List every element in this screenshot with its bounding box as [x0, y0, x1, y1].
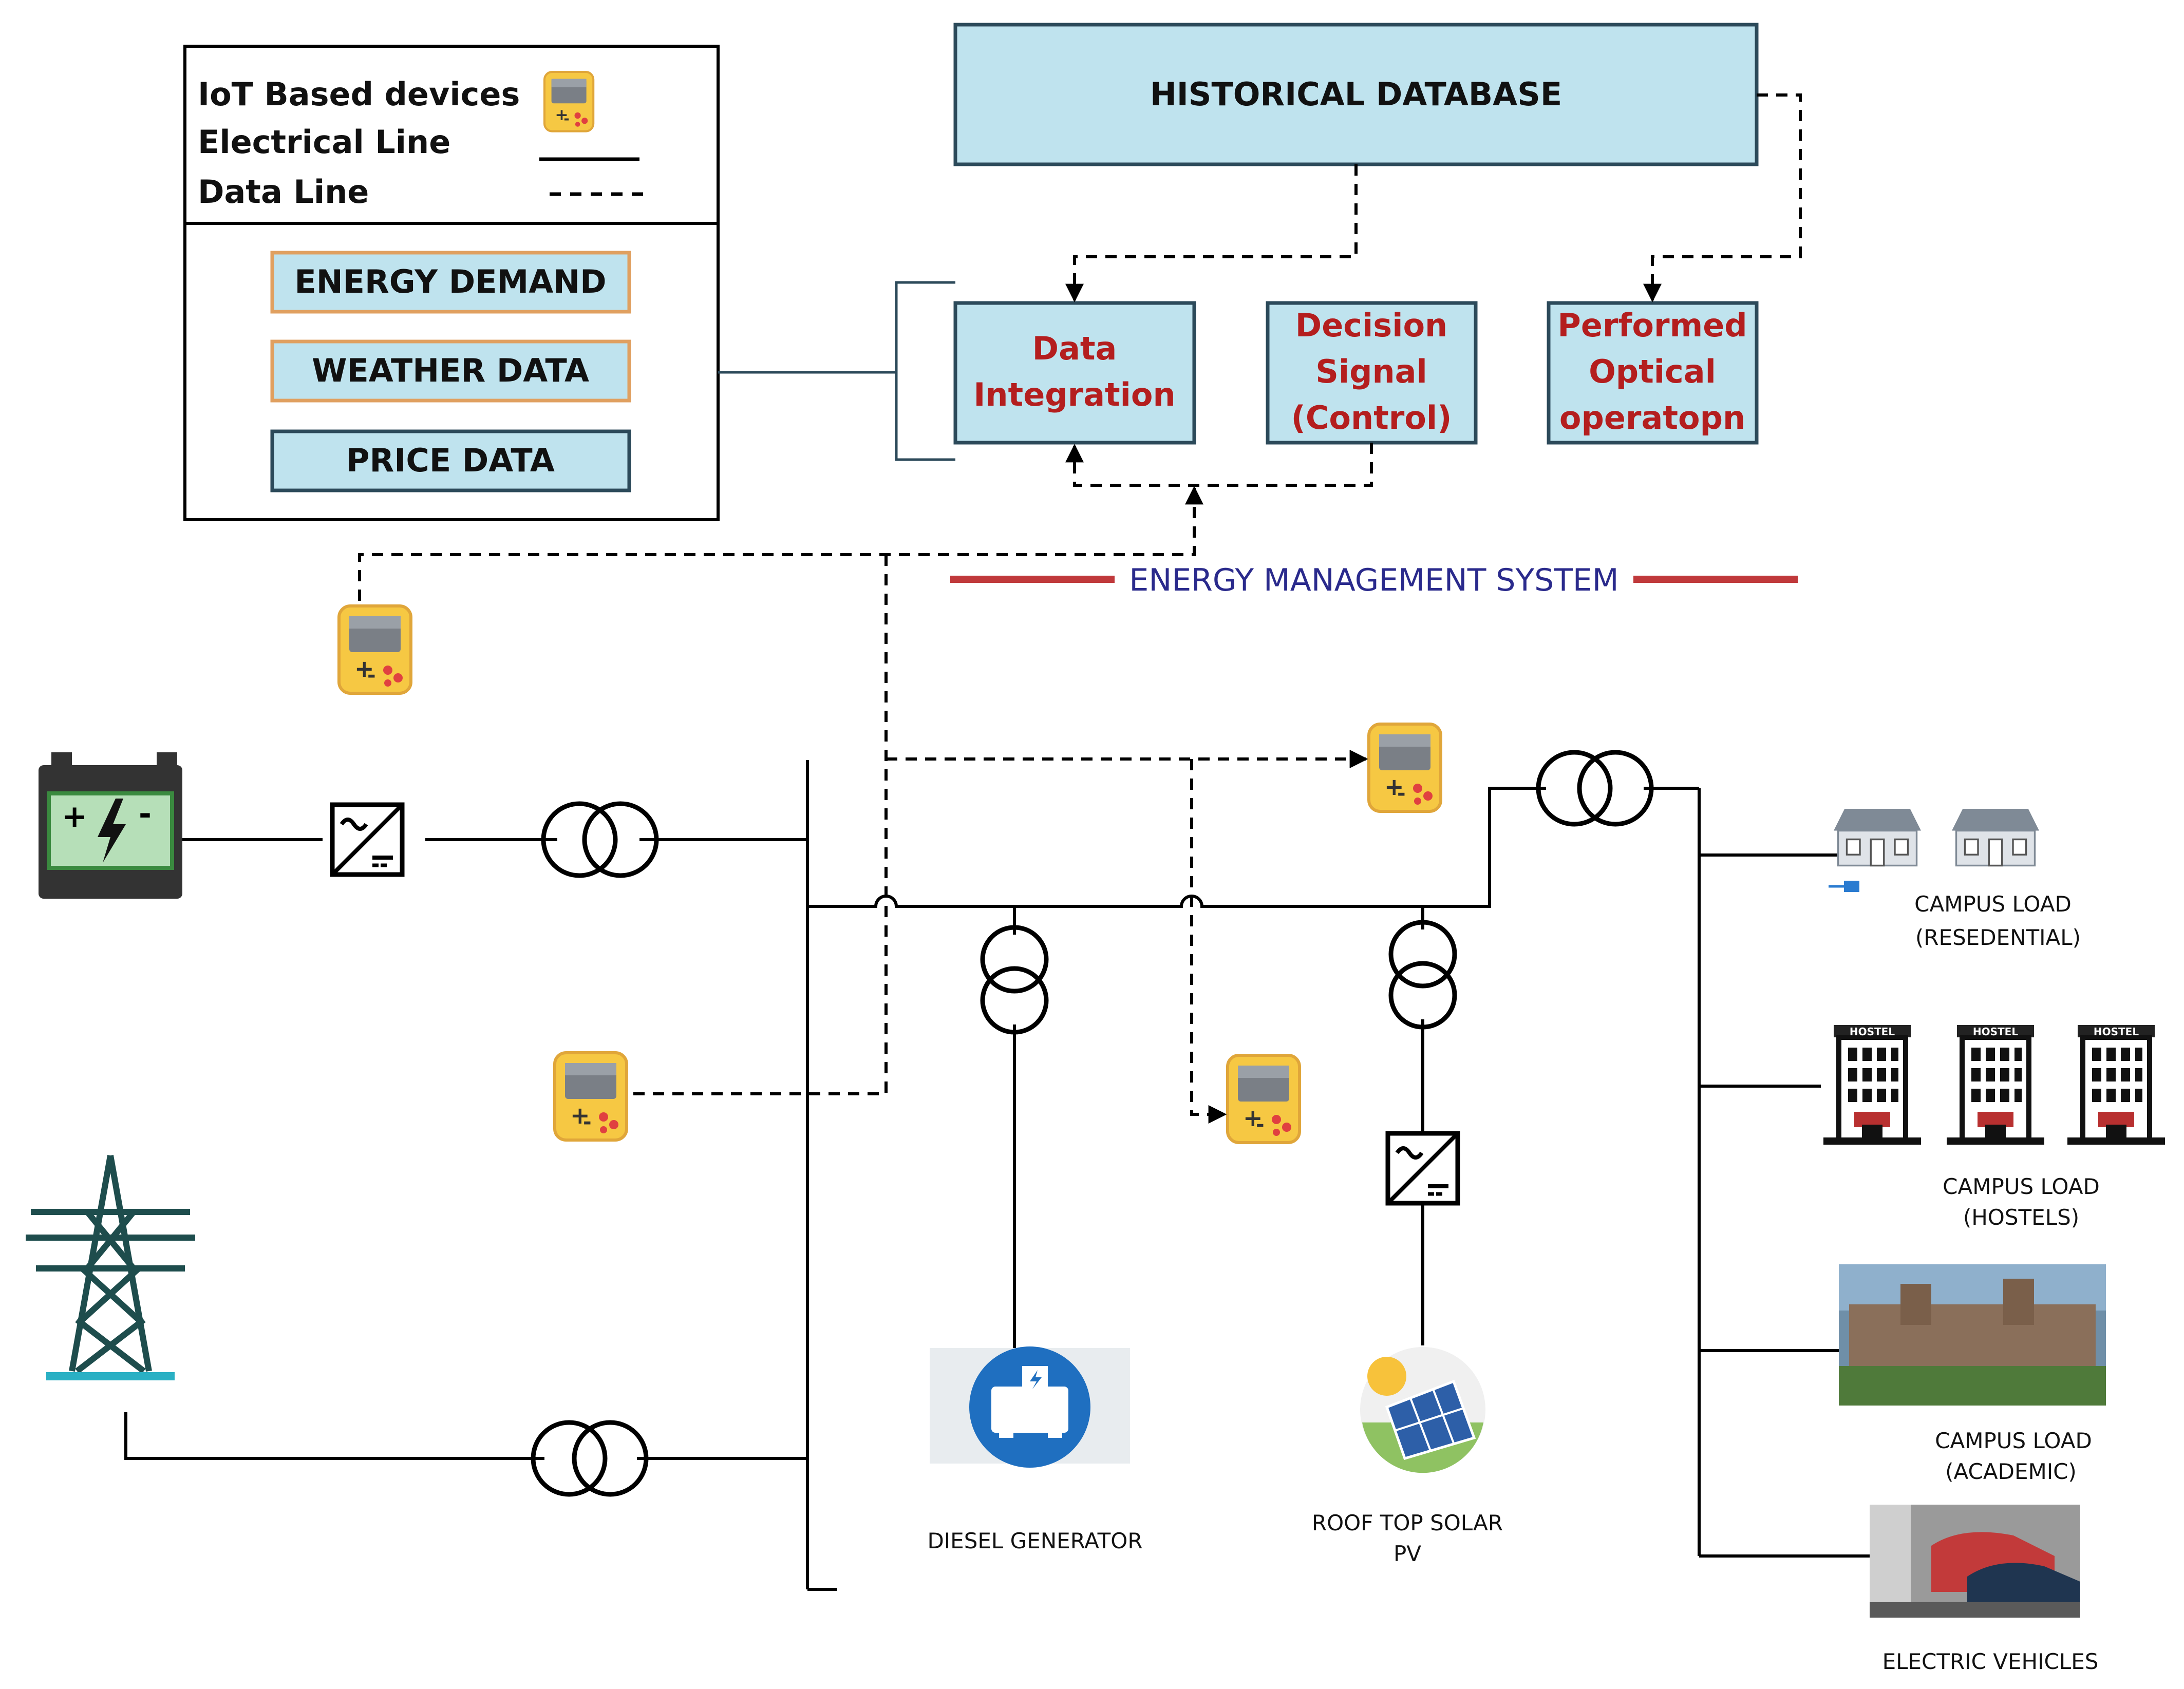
legend-iot-label: IoT Based devices: [198, 75, 520, 113]
solar-label-line1: ROOF TOP SOLAR: [1312, 1510, 1503, 1535]
plug-icon: [1829, 881, 1859, 892]
inverter-icon: [332, 805, 402, 875]
solar-label-line2: PV: [1394, 1541, 1421, 1566]
svg-text:+: +: [62, 799, 87, 834]
ev-charging-photo: [1870, 1505, 2080, 1618]
battery-icon: + -: [39, 752, 182, 899]
svg-text:Data: Data: [1032, 330, 1117, 367]
residential-label-line2: (RESEDENTIAL): [1915, 925, 2081, 950]
svg-text:-: -: [139, 796, 152, 832]
legend-panel: IoT Based devices Electrical Line Data L…: [183, 45, 720, 521]
inverter-icon: [1388, 1133, 1458, 1203]
svg-text:Optical: Optical: [1589, 353, 1716, 390]
transformer-icon: [1538, 752, 1651, 824]
hostels-label-line2: (HOSTELS): [1963, 1205, 2079, 1230]
transformer-icon: [1391, 922, 1455, 1027]
svg-text:operatopn: operatopn: [1559, 399, 1745, 437]
transformer-icon: [983, 927, 1046, 1032]
historical-database: HISTORICAL DATABASE: [953, 23, 1759, 166]
house-icon: [1951, 808, 2040, 867]
svg-text:Signal: Signal: [1315, 353, 1427, 390]
hostels-label-line1: CAMPUS LOAD: [1943, 1174, 2100, 1199]
svg-text:Integration: Integration: [973, 376, 1175, 413]
legend-iot-device-icon: [544, 72, 593, 131]
performed-optical-box: Performed Optical operatopn: [1547, 301, 1759, 445]
legend-weather-data: WEATHER DATA: [312, 352, 589, 389]
hostel-building-icon: [2067, 1025, 2165, 1145]
transmission-tower-icon: [26, 1154, 195, 1380]
iot-device-icon: [555, 1053, 627, 1140]
input-bracket: [895, 281, 955, 461]
academic-label-line1: CAMPUS LOAD: [1935, 1428, 2092, 1453]
ev-label: ELECTRIC VEHICLES: [1882, 1649, 2099, 1674]
iot-device-icon: [339, 606, 411, 693]
hostel-sign: HOSTEL: [1850, 1026, 1895, 1038]
svg-text:(Control): (Control): [1291, 399, 1452, 437]
residential-label-line1: CAMPUS LOAD: [1914, 891, 2072, 917]
historical-database-label: HISTORICAL DATABASE: [1150, 75, 1562, 113]
legend-price-data: PRICE DATA: [346, 442, 555, 479]
iot-device-icon: [1369, 724, 1441, 811]
house-icon: [1833, 808, 1922, 867]
diesel-generator-label: DIESEL GENERATOR: [927, 1528, 1142, 1553]
svg-text:Decision: Decision: [1295, 307, 1447, 344]
hostel-sign: HOSTEL: [1973, 1026, 2018, 1038]
hostel-building-icon: [1947, 1025, 2044, 1145]
iot-device-icon: [1228, 1055, 1300, 1143]
decision-signal-box: Decision Signal (Control): [1266, 301, 1478, 445]
legend-energy-demand: ENERGY DEMAND: [294, 263, 606, 300]
transformer-icon: [533, 1422, 646, 1494]
hostel-building-icon: [1823, 1025, 1921, 1145]
solar-panel-icon: [1360, 1347, 1485, 1473]
hostel-sign: HOSTEL: [2094, 1026, 2139, 1038]
svg-text:Performed: Performed: [1557, 307, 1747, 344]
legend-data-label: Data Line: [198, 173, 369, 211]
campus-photo: [1839, 1264, 2106, 1406]
data-integration-box: Data Integration: [953, 301, 1196, 445]
ems-system-label: ENERGY MANAGEMENT SYSTEM: [1129, 562, 1618, 598]
academic-label-line2: (ACADEMIC): [1945, 1459, 2077, 1484]
legend-electrical-label: Electrical Line: [198, 123, 450, 161]
diesel-generator-icon: [930, 1346, 1130, 1468]
